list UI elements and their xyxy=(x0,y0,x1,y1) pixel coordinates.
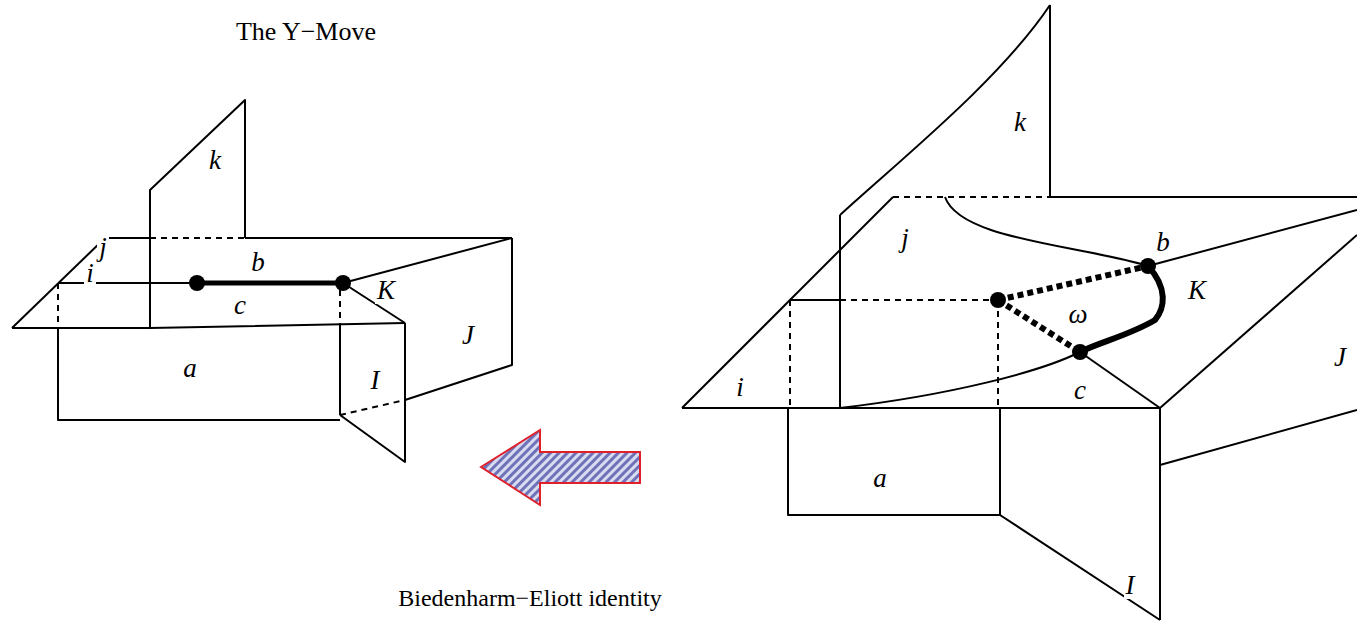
face-label: I xyxy=(369,367,382,394)
face-label: K xyxy=(1186,277,1208,304)
face-label: c xyxy=(1072,377,1088,404)
face-label: ω xyxy=(1066,301,1089,328)
face-label: b xyxy=(1154,229,1172,256)
left-complex xyxy=(12,100,512,462)
left-vertices xyxy=(189,275,351,291)
face-label: j xyxy=(97,234,109,261)
face-label: K xyxy=(375,277,397,304)
face-label: k xyxy=(1012,109,1028,136)
face-label: J xyxy=(1332,344,1348,371)
face-label: I xyxy=(1124,572,1137,599)
face-label: k xyxy=(207,147,223,174)
move-arrow xyxy=(481,430,640,505)
face-label: i xyxy=(734,374,746,401)
diagram-title: The Y−Move xyxy=(236,19,376,45)
right-complex xyxy=(682,5,1357,620)
face-label: a xyxy=(181,355,199,382)
right-vertices xyxy=(990,258,1156,360)
face-label: J xyxy=(460,322,476,349)
face-label: b xyxy=(249,249,267,276)
face-label: i xyxy=(84,260,96,287)
face-label: c xyxy=(232,292,248,319)
diagram-caption: Biedenharm−Eliott identity xyxy=(398,586,661,610)
face-label: a xyxy=(871,465,889,492)
face-label: j xyxy=(899,225,911,252)
